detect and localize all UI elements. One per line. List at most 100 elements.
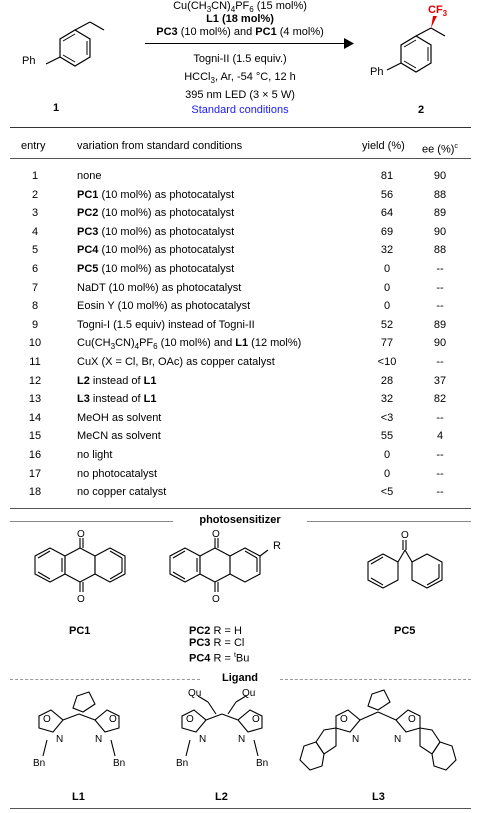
row-entry: 8 xyxy=(31,300,39,313)
reactant-ph: Ph xyxy=(22,55,36,67)
product-label: 2 xyxy=(418,104,425,116)
row-yield: 77 xyxy=(380,337,394,350)
row-ee: -- xyxy=(436,449,444,461)
table-bottom-rule xyxy=(10,508,471,509)
row-ee: 4 xyxy=(436,430,444,443)
pc1-structure: O O xyxy=(34,529,126,605)
photosensitizer-rule-right xyxy=(307,521,471,522)
row-entry: 2 xyxy=(31,188,39,201)
svg-text:O: O xyxy=(212,594,220,605)
header-ee: ee (%)c xyxy=(422,143,458,156)
row-yield: 56 xyxy=(380,188,394,201)
row-ee: -- xyxy=(436,281,444,294)
row-entry: 18 xyxy=(28,486,42,499)
reactant-structure xyxy=(45,21,105,67)
row-yield: 28 xyxy=(380,374,394,387)
photosensitizer-rule-left xyxy=(10,521,173,522)
row-ee: -- xyxy=(436,356,444,368)
row-ee: 88 xyxy=(433,188,447,201)
row-entry: 5 xyxy=(31,244,39,257)
header-variation: variation from standard conditions xyxy=(77,140,243,152)
product-ph: Ph xyxy=(370,66,384,78)
row-ee: -- xyxy=(436,411,444,424)
pc3-label: PC3 R = Cl xyxy=(189,637,245,649)
svg-text:N: N xyxy=(56,734,63,745)
svg-text:N: N xyxy=(95,734,102,745)
row-entry: 3 xyxy=(31,207,39,220)
row-entry: 16 xyxy=(28,449,42,461)
cond-reagent: Togni-II (1.5 equiv.) xyxy=(193,53,287,65)
row-ee: 90 xyxy=(433,337,447,350)
cond-solvent: HCCl3, Ar, -54 °C, 12 h xyxy=(184,71,296,86)
table-row: 16 no light 0 -- xyxy=(0,448,481,463)
row-entry: 11 xyxy=(29,356,41,368)
row-variation: MeOH as solvent xyxy=(77,411,162,424)
row-variation: no light xyxy=(77,449,113,461)
l1-label: L1 xyxy=(72,791,85,803)
table-row: 15 MeCN as solvent 55 4 xyxy=(0,429,481,444)
row-entry: 14 xyxy=(28,411,42,424)
row-ee: -- xyxy=(436,467,444,480)
row-yield: 55 xyxy=(380,430,394,443)
row-yield: 32 xyxy=(380,244,394,257)
row-variation: L3 instead of L1 xyxy=(77,393,157,406)
row-entry: 6 xyxy=(31,263,39,275)
row-entry: 13 xyxy=(28,393,42,406)
svg-text:Bn: Bn xyxy=(113,758,125,769)
figure-bottom-rule xyxy=(10,808,471,809)
svg-text:Bn: Bn xyxy=(176,758,188,769)
svg-text:Bn: Bn xyxy=(256,758,268,769)
cond-standard: Standard conditions xyxy=(191,104,289,116)
row-variation: PC5 (10 mol%) as photocatalyst xyxy=(77,263,235,275)
svg-text:O: O xyxy=(212,529,220,540)
cond-light: 395 nm LED (3 × 5 W) xyxy=(185,89,295,101)
pc5-label: PC5 xyxy=(394,625,416,637)
product-cf3: CF3 xyxy=(428,4,448,19)
ligand-rule-left xyxy=(10,679,200,680)
svg-text:O: O xyxy=(340,714,348,725)
row-variation: no copper catalyst xyxy=(77,486,167,499)
svg-text:N: N xyxy=(352,734,359,745)
table-top-rule xyxy=(10,127,471,128)
pc-r-group: R xyxy=(273,540,281,552)
row-entry: 1 xyxy=(31,170,39,182)
svg-text:Qu: Qu xyxy=(188,688,201,699)
row-entry: 7 xyxy=(31,281,39,294)
row-yield: <5 xyxy=(380,486,394,499)
row-variation: no photocatalyst xyxy=(77,467,158,480)
svg-text:O: O xyxy=(252,714,260,725)
row-entry: 4 xyxy=(31,225,39,238)
row-yield: <10 xyxy=(377,356,397,368)
row-ee: -- xyxy=(436,263,444,275)
row-entry: 15 xyxy=(28,430,42,443)
photosensitizer-title: photosensitizer xyxy=(199,514,281,526)
row-yield: 0 xyxy=(383,263,391,275)
svg-text:O: O xyxy=(401,530,409,541)
row-ee: -- xyxy=(436,300,444,313)
row-variation: L2 instead of L1 xyxy=(77,374,157,387)
svg-text:Bn: Bn xyxy=(33,758,45,769)
table-row: 6 PC5 (10 mol%) as photocatalyst 0 -- xyxy=(0,262,481,277)
row-ee: 88 xyxy=(433,244,447,257)
l1-structure: O O N N Bn Bn xyxy=(33,691,125,769)
product-structure xyxy=(386,16,446,73)
row-variation: MeCN as solvent xyxy=(77,430,161,443)
row-entry: 10 xyxy=(28,337,42,350)
row-yield: 81 xyxy=(380,170,394,182)
svg-text:Qu: Qu xyxy=(242,688,255,699)
reaction-arrow xyxy=(145,43,350,44)
l3-structure: O O N N xyxy=(299,689,457,771)
row-yield: 0 xyxy=(383,449,391,461)
row-entry: 12 xyxy=(28,374,42,387)
cond-ligand: L1 (18 mol%) xyxy=(206,13,274,25)
